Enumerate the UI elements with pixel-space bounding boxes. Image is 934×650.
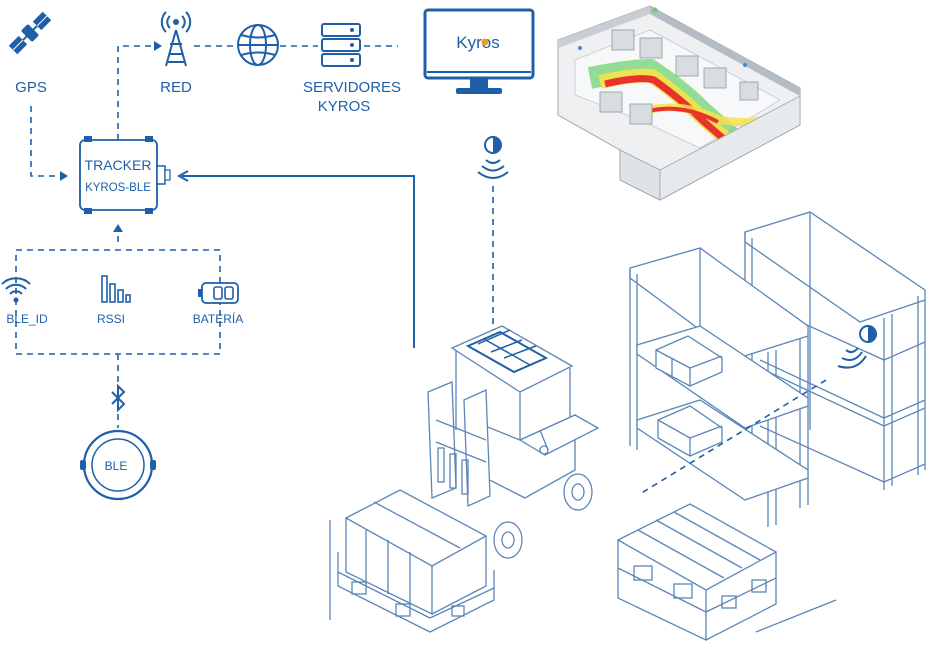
kyros-logo: Kyros (456, 33, 499, 52)
red-label: RED (160, 79, 192, 96)
battery-icon (198, 282, 239, 304)
ble-label: BLE (105, 459, 128, 473)
server-icon (321, 23, 361, 67)
servidores-label-1: SERVIDORES (303, 79, 401, 96)
arrow-head-gps (60, 171, 68, 181)
gps-label: GPS (15, 79, 47, 96)
antenna-tower-icon (160, 11, 192, 67)
ble-beacon-icon (80, 429, 156, 501)
signal-bars-icon (101, 275, 131, 303)
tracker-device (79, 136, 171, 214)
monitor-icon: Kyros (423, 8, 535, 94)
tracker-to-red-connector (117, 45, 160, 140)
forklift-to-tracker-connector (182, 175, 415, 348)
floor-line (755, 599, 837, 633)
globe-icon (237, 24, 279, 66)
satellite-icon (8, 11, 52, 55)
arrow-head-group (113, 224, 123, 232)
tracker-label-2: KYROS-BLE (85, 182, 151, 194)
beacon-icon (477, 136, 509, 179)
shelving-icon (629, 211, 926, 527)
forklift-icon (337, 325, 600, 633)
gps-to-tracker-connector (30, 106, 66, 177)
warehouse-heatmap-icon (557, 5, 801, 201)
bateria-label: BATERÍA (193, 311, 243, 326)
tracker-label-1: TRACKER (85, 157, 152, 173)
ble-id-label: BLE_ID (6, 312, 48, 326)
pallet-icon (616, 503, 778, 642)
shelf-beacon-connector (639, 379, 827, 495)
bluetooth-icon (111, 383, 126, 413)
rssi-label: RSSI (97, 312, 125, 326)
arrow-head-red (154, 41, 162, 51)
beacon-icon (837, 325, 877, 369)
wifi-icon (1, 277, 31, 303)
arrow-head-tracker (176, 170, 189, 182)
servidores-label-2: KYROS (318, 98, 371, 115)
